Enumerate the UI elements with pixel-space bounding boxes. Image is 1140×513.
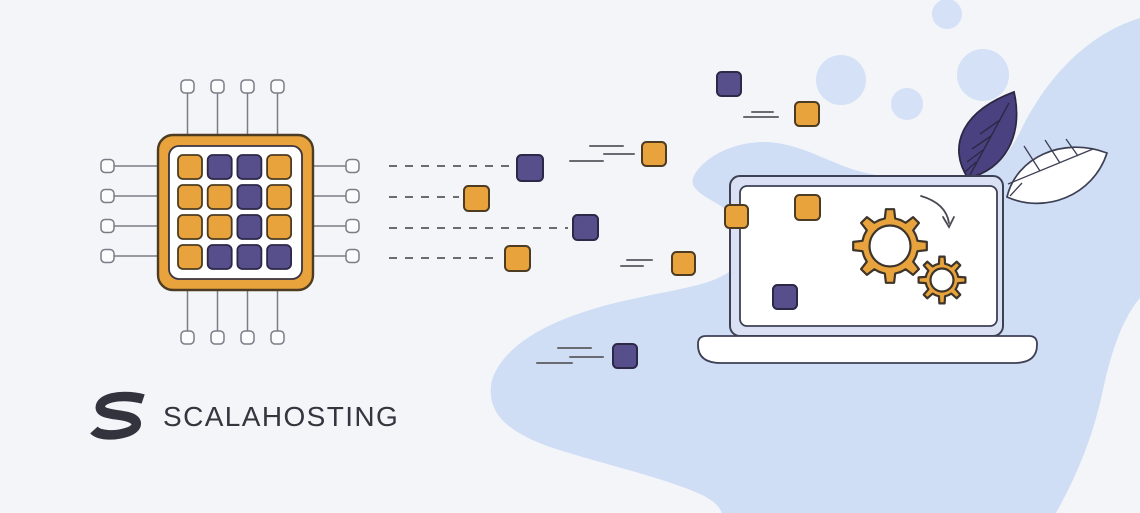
- chip-core-grid: [177, 154, 293, 270]
- large-gear-icon-hole: [868, 224, 912, 268]
- chip-pin-pad: [270, 79, 285, 94]
- chip-pin-pad: [210, 330, 225, 345]
- purple-leaf-veins: [964, 102, 1010, 176]
- chip-core-cell: [177, 184, 203, 210]
- brand-name: SCALAHOSTING: [163, 401, 400, 432]
- brand-logo: SCALAHOSTING: [90, 391, 399, 441]
- speed-lines: [536, 111, 779, 364]
- chip-core-cell: [206, 244, 233, 270]
- data-block-orange: [671, 251, 696, 276]
- chip-core-cell: [236, 244, 263, 270]
- purple-leaf: [958, 90, 1018, 180]
- chip-pin-pad: [345, 218, 360, 234]
- bubble: [891, 88, 923, 120]
- chip-core-cell: [206, 184, 233, 210]
- bubble: [957, 49, 1009, 101]
- chip-pin-pad: [100, 218, 115, 234]
- chip-core-cell: [177, 244, 203, 270]
- data-block-purple: [516, 154, 544, 182]
- chip-pin-pad: [345, 248, 360, 264]
- data-block-orange: [504, 245, 531, 272]
- chip-pin-pad: [240, 330, 255, 345]
- chip-core-cell: [177, 214, 203, 240]
- chip-core-cell: [236, 154, 263, 180]
- background-bubbles: [816, 0, 1009, 120]
- chip-pin-pad: [210, 79, 225, 94]
- data-block-orange: [794, 194, 821, 221]
- chip-core-cell: [236, 184, 263, 210]
- chip-pin-pad: [345, 188, 360, 204]
- data-block-purple: [716, 71, 742, 97]
- on-screen-blocks: [724, 194, 821, 310]
- small-gear-icon-hole: [929, 267, 955, 293]
- data-block-orange: [724, 204, 749, 229]
- dashed-lines: [389, 165, 568, 259]
- white-leaf: [1006, 138, 1109, 205]
- plant-leaves: [958, 90, 1109, 205]
- data-block-purple: [612, 343, 638, 369]
- data-block-orange: [794, 101, 820, 127]
- gears: [852, 208, 967, 305]
- chip-pin-pad: [180, 330, 195, 345]
- laptop-base: [697, 335, 1038, 364]
- bubble: [816, 55, 866, 105]
- chip-core-cell: [266, 154, 293, 180]
- chip-pin-pad: [100, 248, 115, 264]
- chip-pin-pad: [100, 188, 115, 204]
- chip-core-cell: [266, 244, 293, 270]
- scalahosting-s-icon: [90, 391, 145, 440]
- chip-core-cell: [177, 154, 203, 180]
- chip-core-cell: [266, 214, 293, 240]
- chip-pin-pad: [100, 158, 115, 174]
- chip-pins: [100, 79, 360, 345]
- chip-core-cell: [266, 184, 293, 210]
- rotation-arrow-icon: [920, 195, 955, 229]
- data-block-purple: [772, 284, 798, 310]
- chip-pin-pad: [240, 79, 255, 94]
- chip-pin-pad: [180, 79, 195, 94]
- data-block-purple: [572, 214, 599, 241]
- chip-core-cell: [236, 214, 263, 240]
- data-stream: [389, 71, 820, 369]
- data-block-orange: [641, 141, 667, 167]
- chip-pin-pad: [345, 158, 360, 174]
- bubble: [932, 0, 962, 29]
- cpu-chip: [100, 79, 360, 345]
- chip-core-cell: [206, 214, 233, 240]
- chip-pin-pad: [270, 330, 285, 345]
- data-block-orange: [463, 185, 490, 212]
- laptop: [697, 175, 1038, 364]
- white-leaf-blade: [1006, 146, 1109, 205]
- white-leaf-veins: [1007, 138, 1094, 197]
- flying-data-blocks: [463, 71, 820, 369]
- chip-core-cell: [206, 154, 233, 180]
